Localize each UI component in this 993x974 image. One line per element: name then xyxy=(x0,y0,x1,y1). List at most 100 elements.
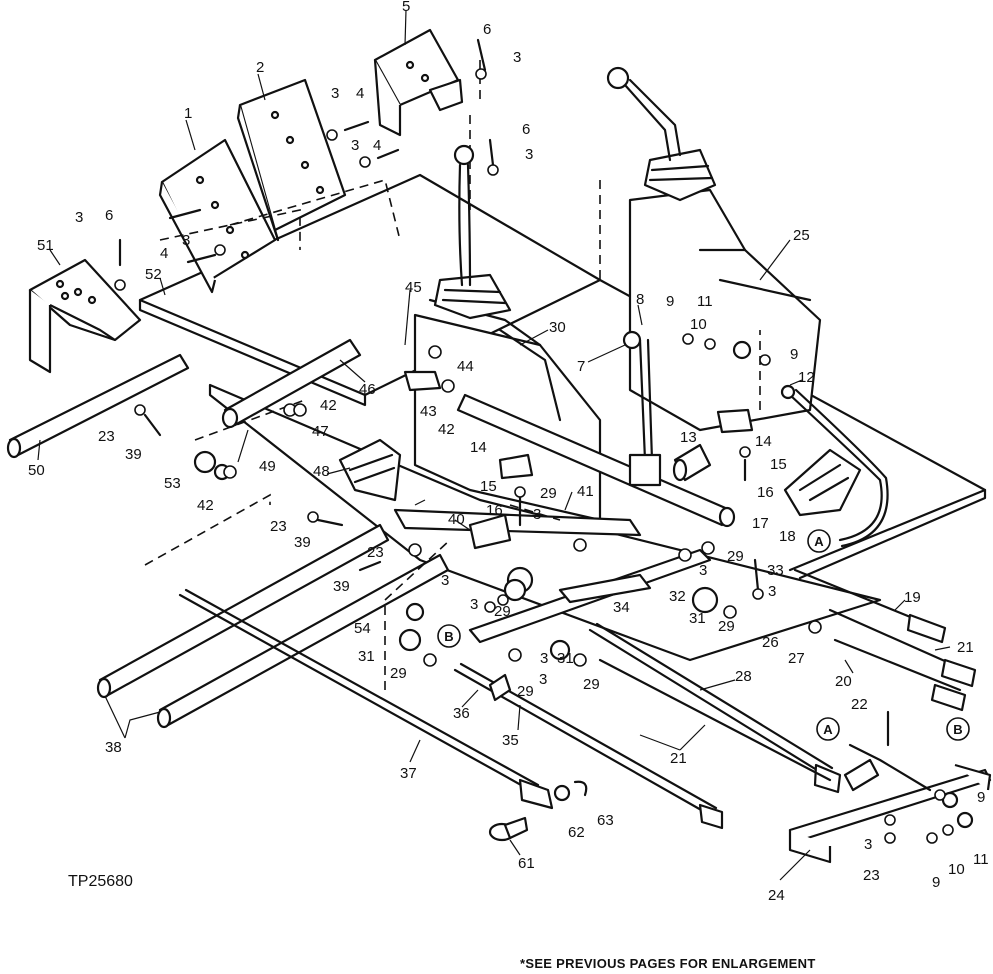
callout-17: 17 xyxy=(752,515,769,532)
callout-51: 51 xyxy=(37,237,54,254)
callout-62: 62 xyxy=(568,824,585,841)
cable-end-a xyxy=(843,743,932,792)
callout-32: 32 xyxy=(669,588,686,605)
callout-47: 47 xyxy=(312,423,329,440)
rods-19-21 xyxy=(793,568,977,712)
callout-6: 6 xyxy=(522,121,530,138)
callout-28: 28 xyxy=(735,668,752,685)
callout-9: 9 xyxy=(790,346,798,363)
callout-31: 31 xyxy=(557,650,574,667)
rods-38 xyxy=(96,523,450,729)
callout-3: 3 xyxy=(182,232,190,249)
callout-38: 38 xyxy=(105,739,122,756)
callout-23: 23 xyxy=(367,544,384,561)
callout-3: 3 xyxy=(540,650,548,667)
callout-3: 3 xyxy=(699,562,707,579)
callout-10: 10 xyxy=(948,861,965,878)
callout-24: 24 xyxy=(768,887,785,904)
callout-3: 3 xyxy=(864,836,872,853)
callout-39: 39 xyxy=(294,534,311,551)
callout-39: 39 xyxy=(125,446,142,463)
callout-33: 33 xyxy=(767,562,784,579)
pad-48 xyxy=(338,438,402,502)
callout-29: 29 xyxy=(517,683,534,700)
callout-4: 4 xyxy=(356,85,364,102)
brackets xyxy=(403,345,754,550)
callout-36: 36 xyxy=(453,705,470,722)
shaft-50 xyxy=(6,353,190,459)
callout-7: 7 xyxy=(577,358,585,375)
callout-50: 50 xyxy=(28,462,45,479)
callout-48: 48 xyxy=(313,463,330,480)
knob-61 xyxy=(488,816,529,842)
callout-20: 20 xyxy=(835,673,852,690)
callout-42: 42 xyxy=(320,397,337,414)
callout-11: 11 xyxy=(697,293,713,310)
ref-circle-a-1: A xyxy=(814,534,824,549)
pedal-1 xyxy=(158,138,277,294)
callout-5: 5 xyxy=(402,0,410,15)
callout-43: 43 xyxy=(420,403,437,420)
callout-34: 34 xyxy=(613,599,630,616)
callout-21: 21 xyxy=(670,750,687,767)
callout-6: 6 xyxy=(105,207,113,224)
callout-31: 31 xyxy=(358,648,375,665)
floor-plate-lower xyxy=(208,383,882,662)
callout-30: 30 xyxy=(549,319,566,336)
callout-14: 14 xyxy=(755,433,772,450)
callout-25: 25 xyxy=(793,227,810,244)
callout-19: 19 xyxy=(904,589,921,606)
callout-16: 16 xyxy=(486,502,503,519)
callout-29: 29 xyxy=(494,603,511,620)
rod-37 xyxy=(178,588,554,810)
ref-circle-a-2: A xyxy=(823,722,833,737)
callout-42: 42 xyxy=(197,497,214,514)
callout-16: 16 xyxy=(757,484,774,501)
callout-18: 18 xyxy=(779,528,796,545)
callout-labels: 1 2 5 6 3 3 4 3 4 6 3 3 6 3 4 51 52 25 3… xyxy=(28,0,989,904)
callout-45: 45 xyxy=(405,279,422,296)
ref-circle-b-1: B xyxy=(444,629,453,644)
rubber-pad-18 xyxy=(783,448,862,517)
pin-62-63 xyxy=(553,780,588,802)
callout-29: 29 xyxy=(390,665,407,682)
spacer-13 xyxy=(672,443,712,482)
ref-circle-b-2: B xyxy=(953,722,962,737)
leader-lines xyxy=(37,9,951,881)
callout-15: 15 xyxy=(770,456,787,473)
callout-11: 11 xyxy=(973,851,989,868)
callout-42: 42 xyxy=(438,421,455,438)
callout-14: 14 xyxy=(470,439,487,456)
callout-44: 44 xyxy=(457,358,474,375)
callout-3: 3 xyxy=(533,506,541,523)
callout-31: 31 xyxy=(689,610,706,627)
callout-2: 2 xyxy=(256,59,264,76)
callout-46: 46 xyxy=(359,381,376,398)
callout-9: 9 xyxy=(666,293,674,310)
callout-29: 29 xyxy=(727,548,744,565)
pedal-5 xyxy=(373,28,464,137)
callout-3: 3 xyxy=(768,583,776,600)
callout-3: 3 xyxy=(470,596,478,613)
rod-21-lower xyxy=(598,658,832,782)
shaft-46 xyxy=(221,338,362,429)
callout-21: 21 xyxy=(957,639,974,656)
callout-3: 3 xyxy=(513,49,521,66)
drawing-id: TP25680 xyxy=(68,873,133,890)
callout-23: 23 xyxy=(863,867,880,884)
callout-35: 35 xyxy=(502,732,519,749)
ref-circles: A B A B xyxy=(437,529,970,741)
callout-23: 23 xyxy=(98,428,115,445)
callout-3: 3 xyxy=(525,146,533,163)
callout-27: 27 xyxy=(788,650,805,667)
callout-22: 22 xyxy=(851,696,868,713)
callout-3: 3 xyxy=(75,209,83,226)
cable-12 xyxy=(780,384,889,548)
callout-9: 9 xyxy=(932,874,940,891)
callout-3: 3 xyxy=(331,85,339,102)
callout-3: 3 xyxy=(351,137,359,154)
callout-4: 4 xyxy=(373,137,381,154)
callout-53: 53 xyxy=(164,475,181,492)
callout-23: 23 xyxy=(270,518,287,535)
